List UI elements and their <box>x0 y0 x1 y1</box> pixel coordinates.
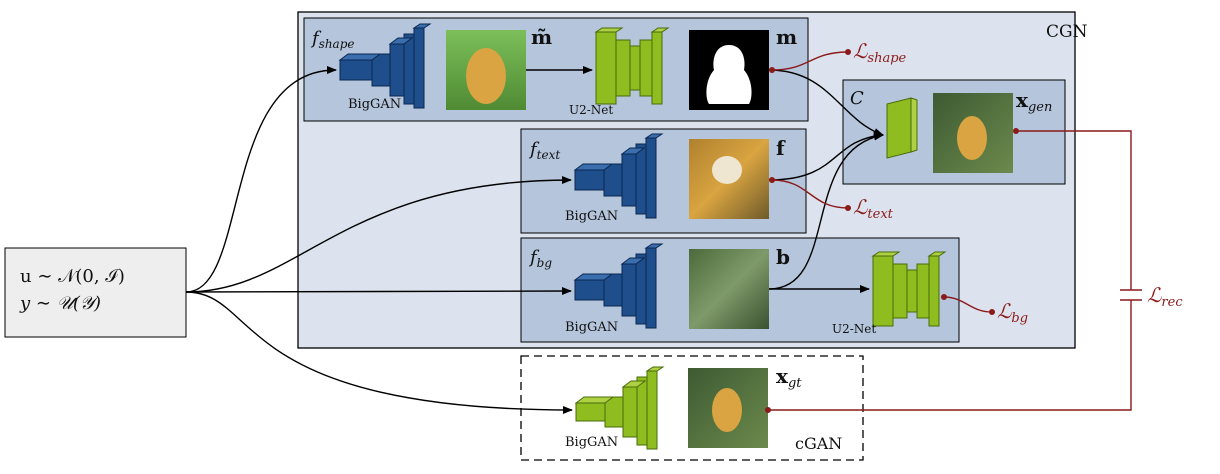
loss-text-label: ℒtext <box>853 195 894 222</box>
shape-function-label: fshape <box>310 28 355 51</box>
cgn-title: CGN <box>1046 22 1088 42</box>
arrow-mask-to-composer <box>768 69 884 136</box>
input-box <box>4 247 187 338</box>
xgen-label: xgen <box>1016 88 1052 115</box>
arrow-input-to-texture <box>185 176 572 293</box>
real-monkey-body-shape <box>712 388 742 432</box>
input-noise-text: u ∼ 𝒩(0, ℐ) <box>20 266 125 287</box>
background-unet-block <box>871 251 947 327</box>
texture-face-shape <box>712 156 742 184</box>
data-flow-arrows <box>185 66 884 414</box>
generated-monkey-body-shape <box>957 116 987 160</box>
f-label: f <box>776 136 786 160</box>
input-class-text: y ∼ 𝒰(𝒴) <box>19 293 101 314</box>
loss-rec-connector-gen <box>1016 130 1132 290</box>
cgan-panel <box>520 355 864 461</box>
arrow-input-to-cgan <box>185 291 573 414</box>
loss-rec-label: ℒrec <box>1147 283 1183 310</box>
shape-biggan-label: BigGAN <box>348 97 401 112</box>
background-biggan-block <box>573 243 664 329</box>
background-unet-label: U2-Net <box>832 322 876 336</box>
loss-shape-connector <box>771 51 849 71</box>
mask-silhouette-shape <box>706 45 752 104</box>
cgan-biggan-block <box>574 366 665 450</box>
loss-bg-connector <box>943 296 993 313</box>
composer-block <box>886 97 918 159</box>
xgt-label: xgt <box>776 364 802 391</box>
mtilde-label: m̃ <box>531 25 552 49</box>
background-biggan-label: BigGAN <box>565 320 618 335</box>
shape-unet-block <box>594 27 670 105</box>
cgan-biggan-label: BigGAN <box>565 435 618 450</box>
arrow-background-to-composer <box>768 132 884 290</box>
composer-label: C <box>850 88 864 109</box>
b-label: b <box>776 245 790 269</box>
monkey-sketch-body-shape <box>466 48 506 104</box>
cgan-title: cGAN <box>795 434 842 453</box>
texture-biggan-label: BigGAN <box>565 209 618 224</box>
loss-connectors <box>768 51 1142 411</box>
loss-bg-label: ℒbg <box>997 299 1028 326</box>
loss-rec-connector-gt <box>768 300 1132 411</box>
arrow-texture-to-composer <box>768 131 884 181</box>
texture-biggan-block <box>573 133 664 219</box>
texture-function-label: ftext <box>528 139 560 162</box>
loss-text-connector <box>771 179 849 209</box>
foliage-background-image <box>689 249 769 329</box>
arrow-input-to-shape <box>185 66 337 293</box>
m-label: m <box>776 25 797 49</box>
shape-unet-label: U2-Net <box>569 103 613 117</box>
arrow-input-to-background <box>185 287 572 296</box>
loss-shape-label: ℒshape <box>853 39 907 66</box>
loss-connector-dots <box>765 49 1019 413</box>
shape-biggan-block <box>338 23 432 109</box>
